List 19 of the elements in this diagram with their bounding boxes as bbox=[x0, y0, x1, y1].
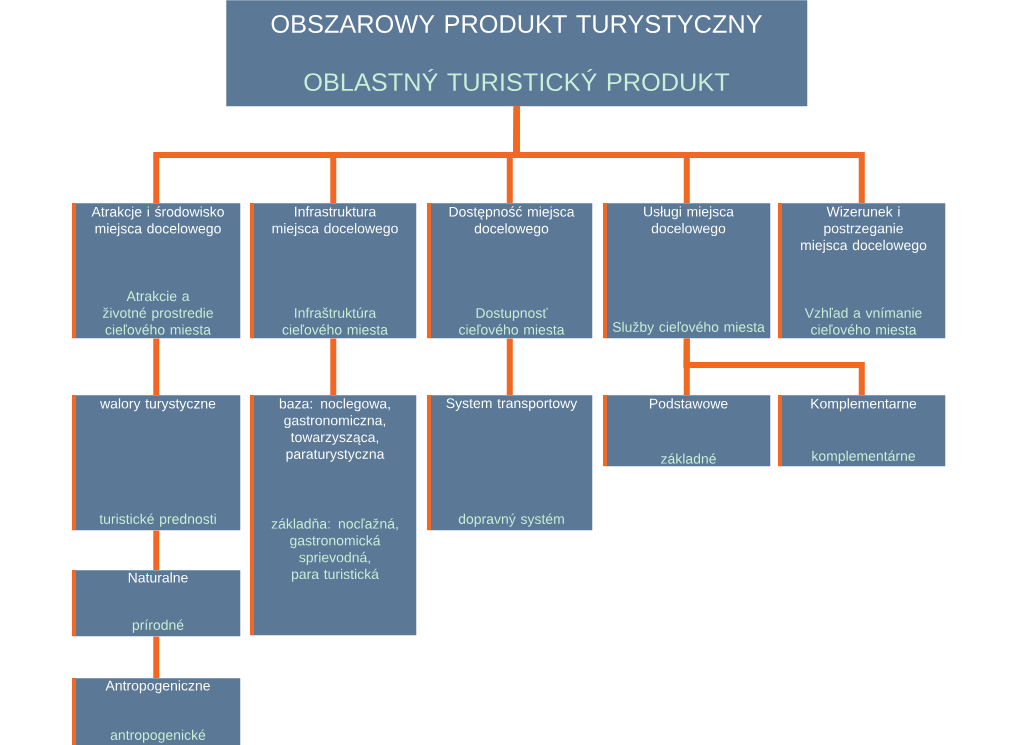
category-box: Podstawowe základné bbox=[603, 395, 771, 467]
category-box: Wizerunek i postrzeganie miejsca docelowego Vzhľad a vnímanie cieľového miesta bbox=[778, 203, 946, 339]
category-box: Infrastruktura miejsca docelowego Infraštruktúra cieľového miesta bbox=[250, 203, 417, 339]
category-box: Naturalne prírodné bbox=[72, 570, 241, 637]
connector-line bbox=[506, 338, 513, 395]
category-box: baza: noclegowa, gastronomiczna, towarzysząca, paraturystyczna základňa: nocľažná, gastronomická sprievodná, para turistická bbox=[250, 395, 417, 636]
connector-line bbox=[513, 106, 865, 203]
title-box: OBSZAROWY PRODUKT TURYSTYCZNY OBLASTNÝ TURISTICKÝ PRODUKT bbox=[226, 0, 808, 107]
connector-line bbox=[683, 338, 865, 395]
category-box: Dostępność miejsca docelowego Dostupnosť cieľového miesta bbox=[427, 203, 593, 339]
category-box: Antropogeniczne antropogenické bbox=[72, 678, 241, 745]
category-box: Atrakcje i środowisko miejsca docelowego Atrakcie a životné prostredie cieľového miesta bbox=[72, 203, 241, 339]
connector-line bbox=[153, 530, 160, 570]
connector-line bbox=[330, 338, 337, 395]
category-box: Komplementarne komplementárne bbox=[778, 395, 946, 467]
connector-line bbox=[153, 636, 160, 678]
connector-line bbox=[153, 338, 160, 395]
category-box: System transportowy dopravný systém bbox=[427, 395, 593, 531]
category-box: Usługi miejsca docelowego Služby cieľového miesta bbox=[603, 203, 771, 339]
